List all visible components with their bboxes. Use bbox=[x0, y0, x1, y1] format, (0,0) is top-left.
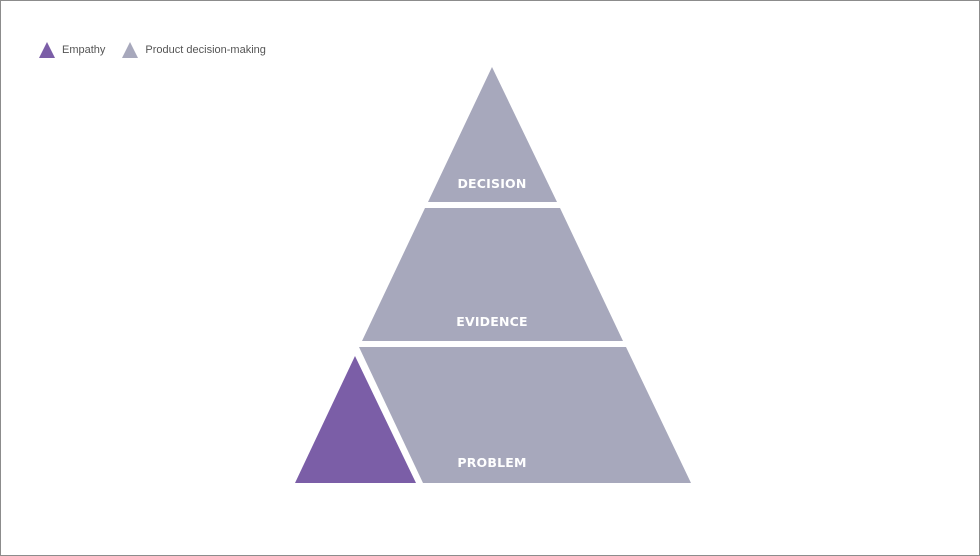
legend-label-product-decision-making: Product decision-making bbox=[145, 44, 266, 56]
legend-item-empathy: Empathy bbox=[38, 41, 105, 59]
tier-label-evidence: EVIDENCE bbox=[456, 314, 528, 329]
triangle-icon bbox=[39, 42, 55, 58]
triangle-icon bbox=[122, 42, 139, 58]
tier-label-problem: PROBLEM bbox=[457, 455, 526, 470]
tier-label-decision: DECISION bbox=[457, 176, 526, 191]
empathy-triangle bbox=[295, 356, 416, 483]
legend-label-empathy: Empathy bbox=[62, 44, 106, 56]
legend-item-product-decision-making: Product decision-making bbox=[121, 41, 266, 59]
pyramid-tier-decision bbox=[428, 67, 557, 202]
pyramid-tier-evidence bbox=[362, 208, 623, 341]
pyramid-tier-problem bbox=[359, 347, 691, 483]
legend: Empathy Product decision-making bbox=[38, 41, 266, 59]
